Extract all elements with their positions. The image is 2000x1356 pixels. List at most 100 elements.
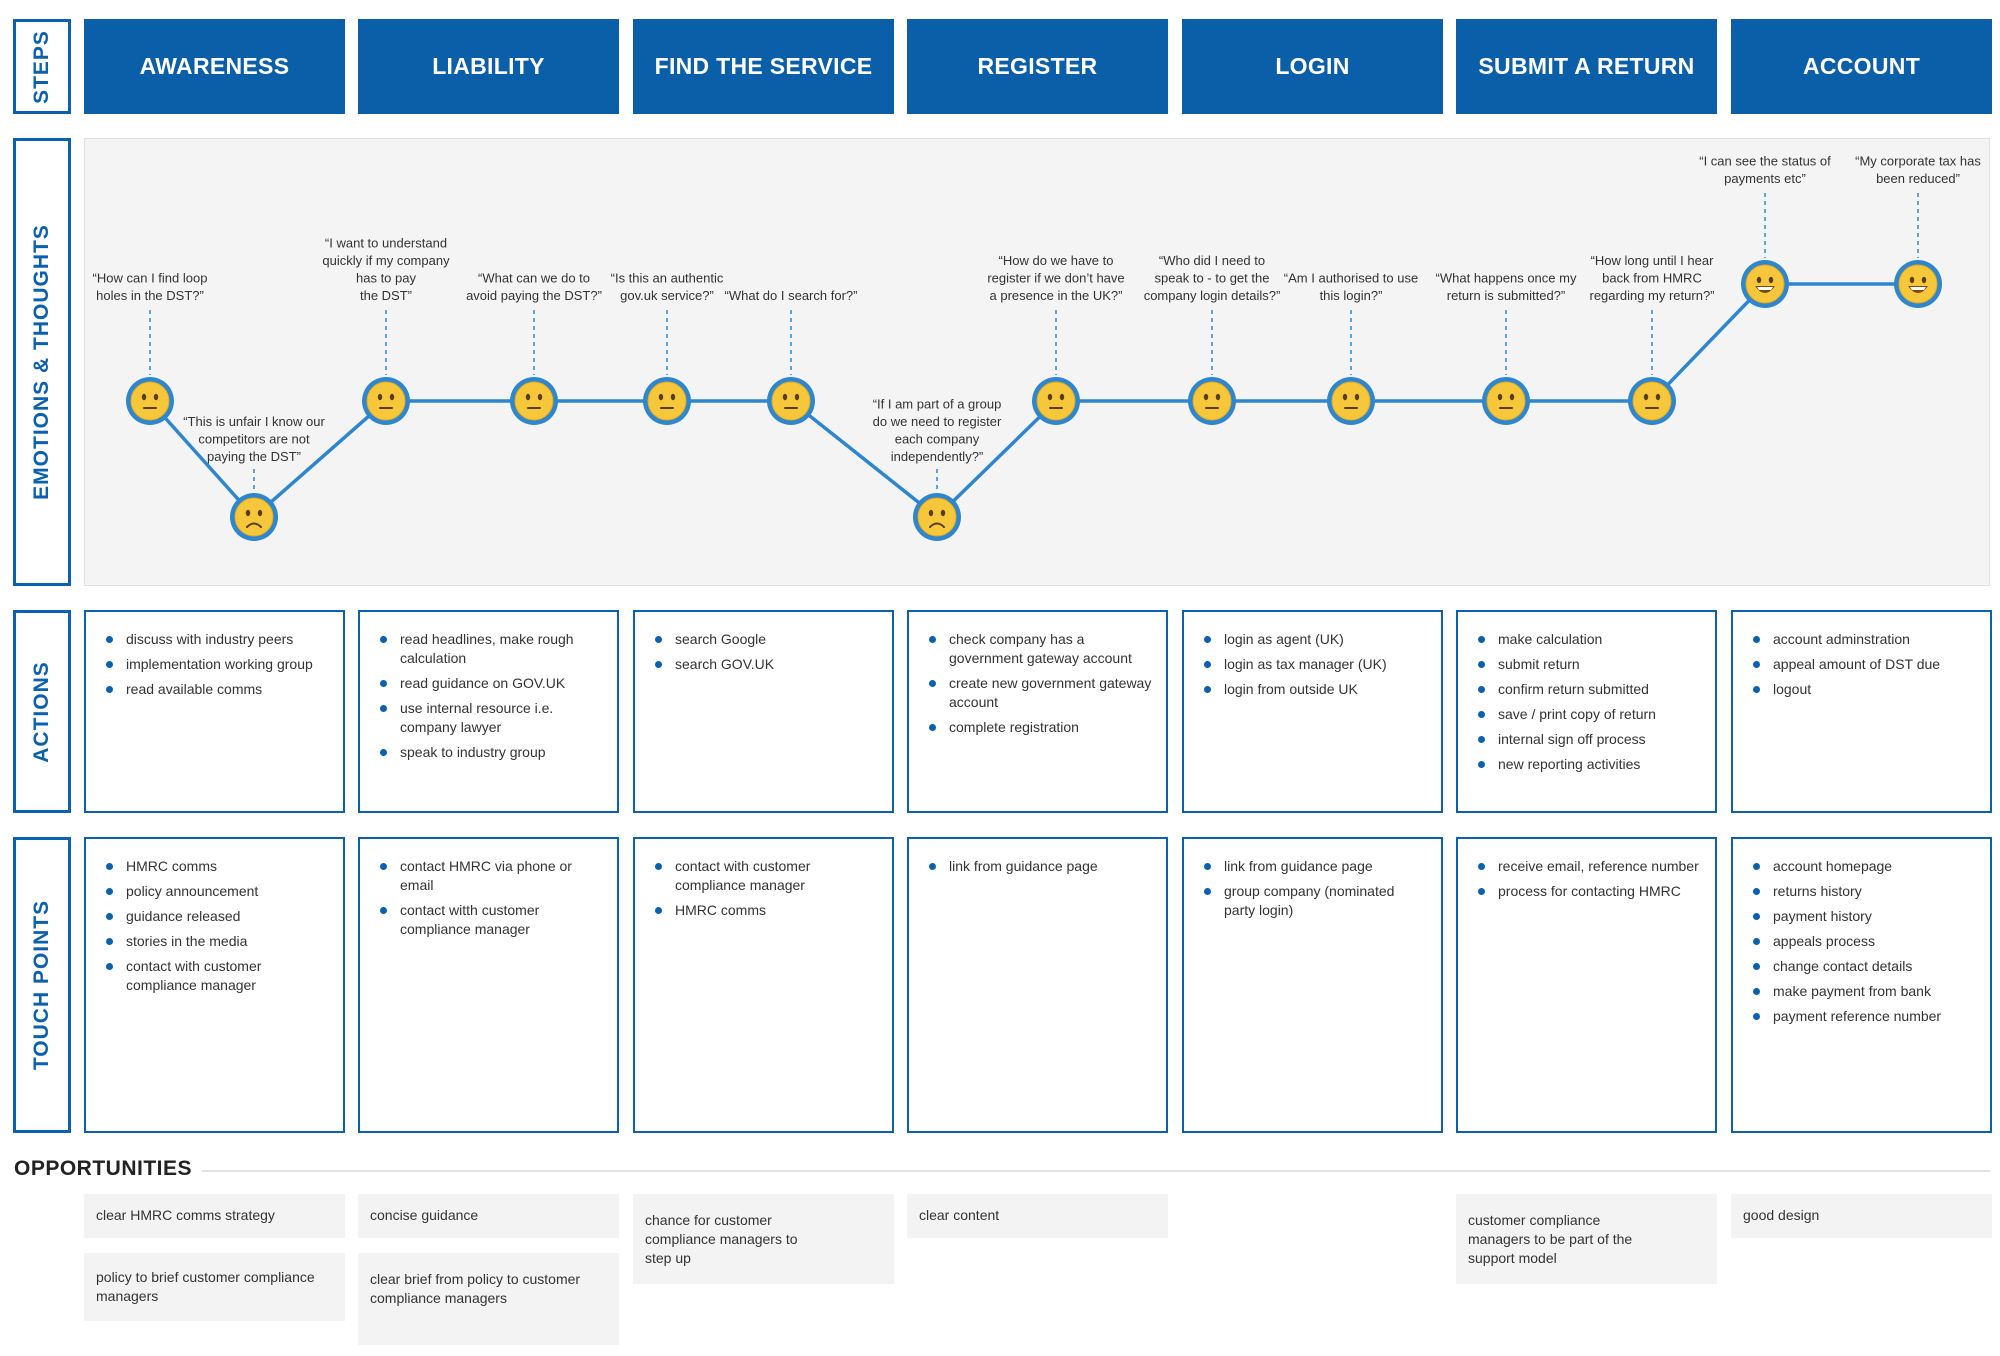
list-item: make calculation: [1476, 630, 1701, 649]
opportunity-card: policy to brief customer compliance mana…: [84, 1253, 345, 1321]
touchpoints-box-find-the-service: contact with customer compliance manager…: [633, 837, 894, 1133]
emotion-quote-line: “How long until I hear: [1591, 253, 1715, 268]
emotion-quote-line: this login?”: [1320, 288, 1383, 303]
list-item: contact with customer compliance manager: [104, 957, 329, 995]
list-item: contact HMRC via phone or email: [378, 857, 603, 895]
neutral-face-icon: [1482, 377, 1530, 425]
list-item: use internal resource i.e. company lawye…: [378, 699, 603, 737]
bullet-list: link from guidance page group company (no…: [1202, 857, 1427, 920]
opportunity-card: good design: [1731, 1194, 1992, 1238]
neutral-face-icon: [126, 377, 174, 425]
list-item: login as agent (UK): [1202, 630, 1427, 649]
emotion-quote-line: “This is unfair I know our: [183, 414, 325, 429]
emotion-quote: “What do I search for?”: [725, 288, 858, 303]
neutral-face-icon: [362, 377, 410, 425]
list-item: save / print copy of return: [1476, 705, 1701, 724]
neutral-face-icon: [643, 377, 691, 425]
list-item: read headlines, make rough calculation: [378, 630, 603, 668]
row-label-touch-points-text: TOUCH POINTS: [30, 899, 54, 1071]
list-item: submit return: [1476, 655, 1701, 674]
list-item: change contact details: [1751, 957, 1976, 976]
emotion-quote-line: each company: [895, 432, 980, 447]
neutral-face-icon: [1327, 377, 1375, 425]
emotion-quote-line: “Am I authorised to use: [1284, 271, 1418, 286]
step-login: LOGIN: [1182, 19, 1443, 114]
emotion-quote-line: “Is this an authentic: [611, 271, 724, 286]
emotion-quote-line: payments etc”: [1724, 171, 1806, 186]
row-label-touch-points: TOUCH POINTS: [13, 837, 71, 1133]
list-item: returns history: [1751, 882, 1976, 901]
list-item: group company (nominated party login): [1202, 882, 1427, 920]
list-item: guidance released: [104, 907, 329, 926]
list-item: appeal amount of DST due: [1751, 655, 1976, 674]
list-item: HMRC comms: [104, 857, 329, 876]
opportunities-title: OPPORTUNITIES: [14, 1157, 193, 1180]
actions-box-account: account adminstration appeal amount of DS…: [1731, 610, 1992, 813]
emotion-quote-line: been reduced”: [1876, 171, 1960, 186]
list-item: new reporting activities: [1476, 755, 1701, 774]
neutral-face-icon: [1628, 377, 1676, 425]
bullet-list: contact with customer compliance manager…: [653, 857, 878, 920]
emotion-quote: “This is unfair I know our competitors ar…: [183, 414, 325, 464]
emotion-quote-line: independently?”: [891, 449, 984, 464]
emotion-curve: “How can I find loop holes in the DST?” “T…: [93, 154, 1981, 541]
touchpoints-box-awareness: HMRC comms policy announcement guidance re…: [84, 837, 345, 1133]
bullet-list: check company has a government gateway a…: [927, 630, 1152, 737]
emotion-quote-line: “How can I find loop: [93, 271, 208, 286]
list-item: complete registration: [927, 718, 1152, 737]
list-item: speak to industry group: [378, 743, 603, 762]
emotion-quote-line: regarding my return?”: [1590, 288, 1715, 303]
emotion-quote-line: back from HMRC: [1602, 271, 1702, 286]
emotion-quote-line: do we need to register: [873, 414, 1002, 429]
row-label-emotions: EMOTIONS & THOUGHTS: [13, 138, 71, 586]
list-item: logout: [1751, 680, 1976, 699]
list-item: create new government gateway account: [927, 674, 1152, 712]
emotion-quote-line: competitors are not: [198, 432, 310, 447]
emotion-quote-line: the DST”: [360, 288, 412, 303]
emotion-quote-line: “I want to understand: [325, 236, 447, 251]
neutral-face-icon: [1188, 377, 1236, 425]
sad-face-icon: [230, 493, 278, 541]
emotion-quote-line: paying the DST”: [207, 449, 301, 464]
neutral-face-icon: [767, 377, 815, 425]
list-item: link from guidance page: [1202, 857, 1427, 876]
emotion-quote-line: “If I am part of a group: [873, 397, 1002, 412]
row-label-actions-text: ACTIONS: [30, 660, 53, 763]
list-item: link from guidance page: [927, 857, 1152, 876]
emotion-quote-line: return is submitted?”: [1447, 288, 1566, 303]
bullet-list: login as agent (UK) login as tax manager …: [1202, 630, 1427, 699]
opportunities-divider: [202, 1170, 1990, 1172]
neutral-face-icon: [510, 377, 558, 425]
list-item: account adminstration: [1751, 630, 1976, 649]
emotion-quote-line: holes in the DST?”: [96, 288, 204, 303]
opportunity-card: chance for customer compliance managers …: [633, 1194, 894, 1284]
list-item: HMRC comms: [653, 901, 878, 920]
emotion-quote: “How can I find loop holes in the DST?”: [93, 271, 208, 304]
list-item: policy announcement: [104, 882, 329, 901]
list-item: login from outside UK: [1202, 680, 1427, 699]
emotion-quote: “Am I authorised to use this login?”: [1284, 271, 1418, 304]
emotion-quote: “Is this an authentic gov.uk service?”: [611, 271, 724, 304]
list-item: make payment from bank: [1751, 982, 1976, 1001]
sad-face-icon: [913, 493, 961, 541]
list-item: payment reference number: [1751, 1007, 1976, 1026]
step-account: ACCOUNT: [1731, 19, 1992, 114]
neutral-face-icon: [1032, 377, 1080, 425]
emotion-quote-line: gov.uk service?”: [620, 288, 714, 303]
emotion-quote-line: “I can see the status of: [1699, 154, 1831, 169]
list-item: account homepage: [1751, 857, 1976, 876]
list-item: login as tax manager (UK): [1202, 655, 1427, 674]
